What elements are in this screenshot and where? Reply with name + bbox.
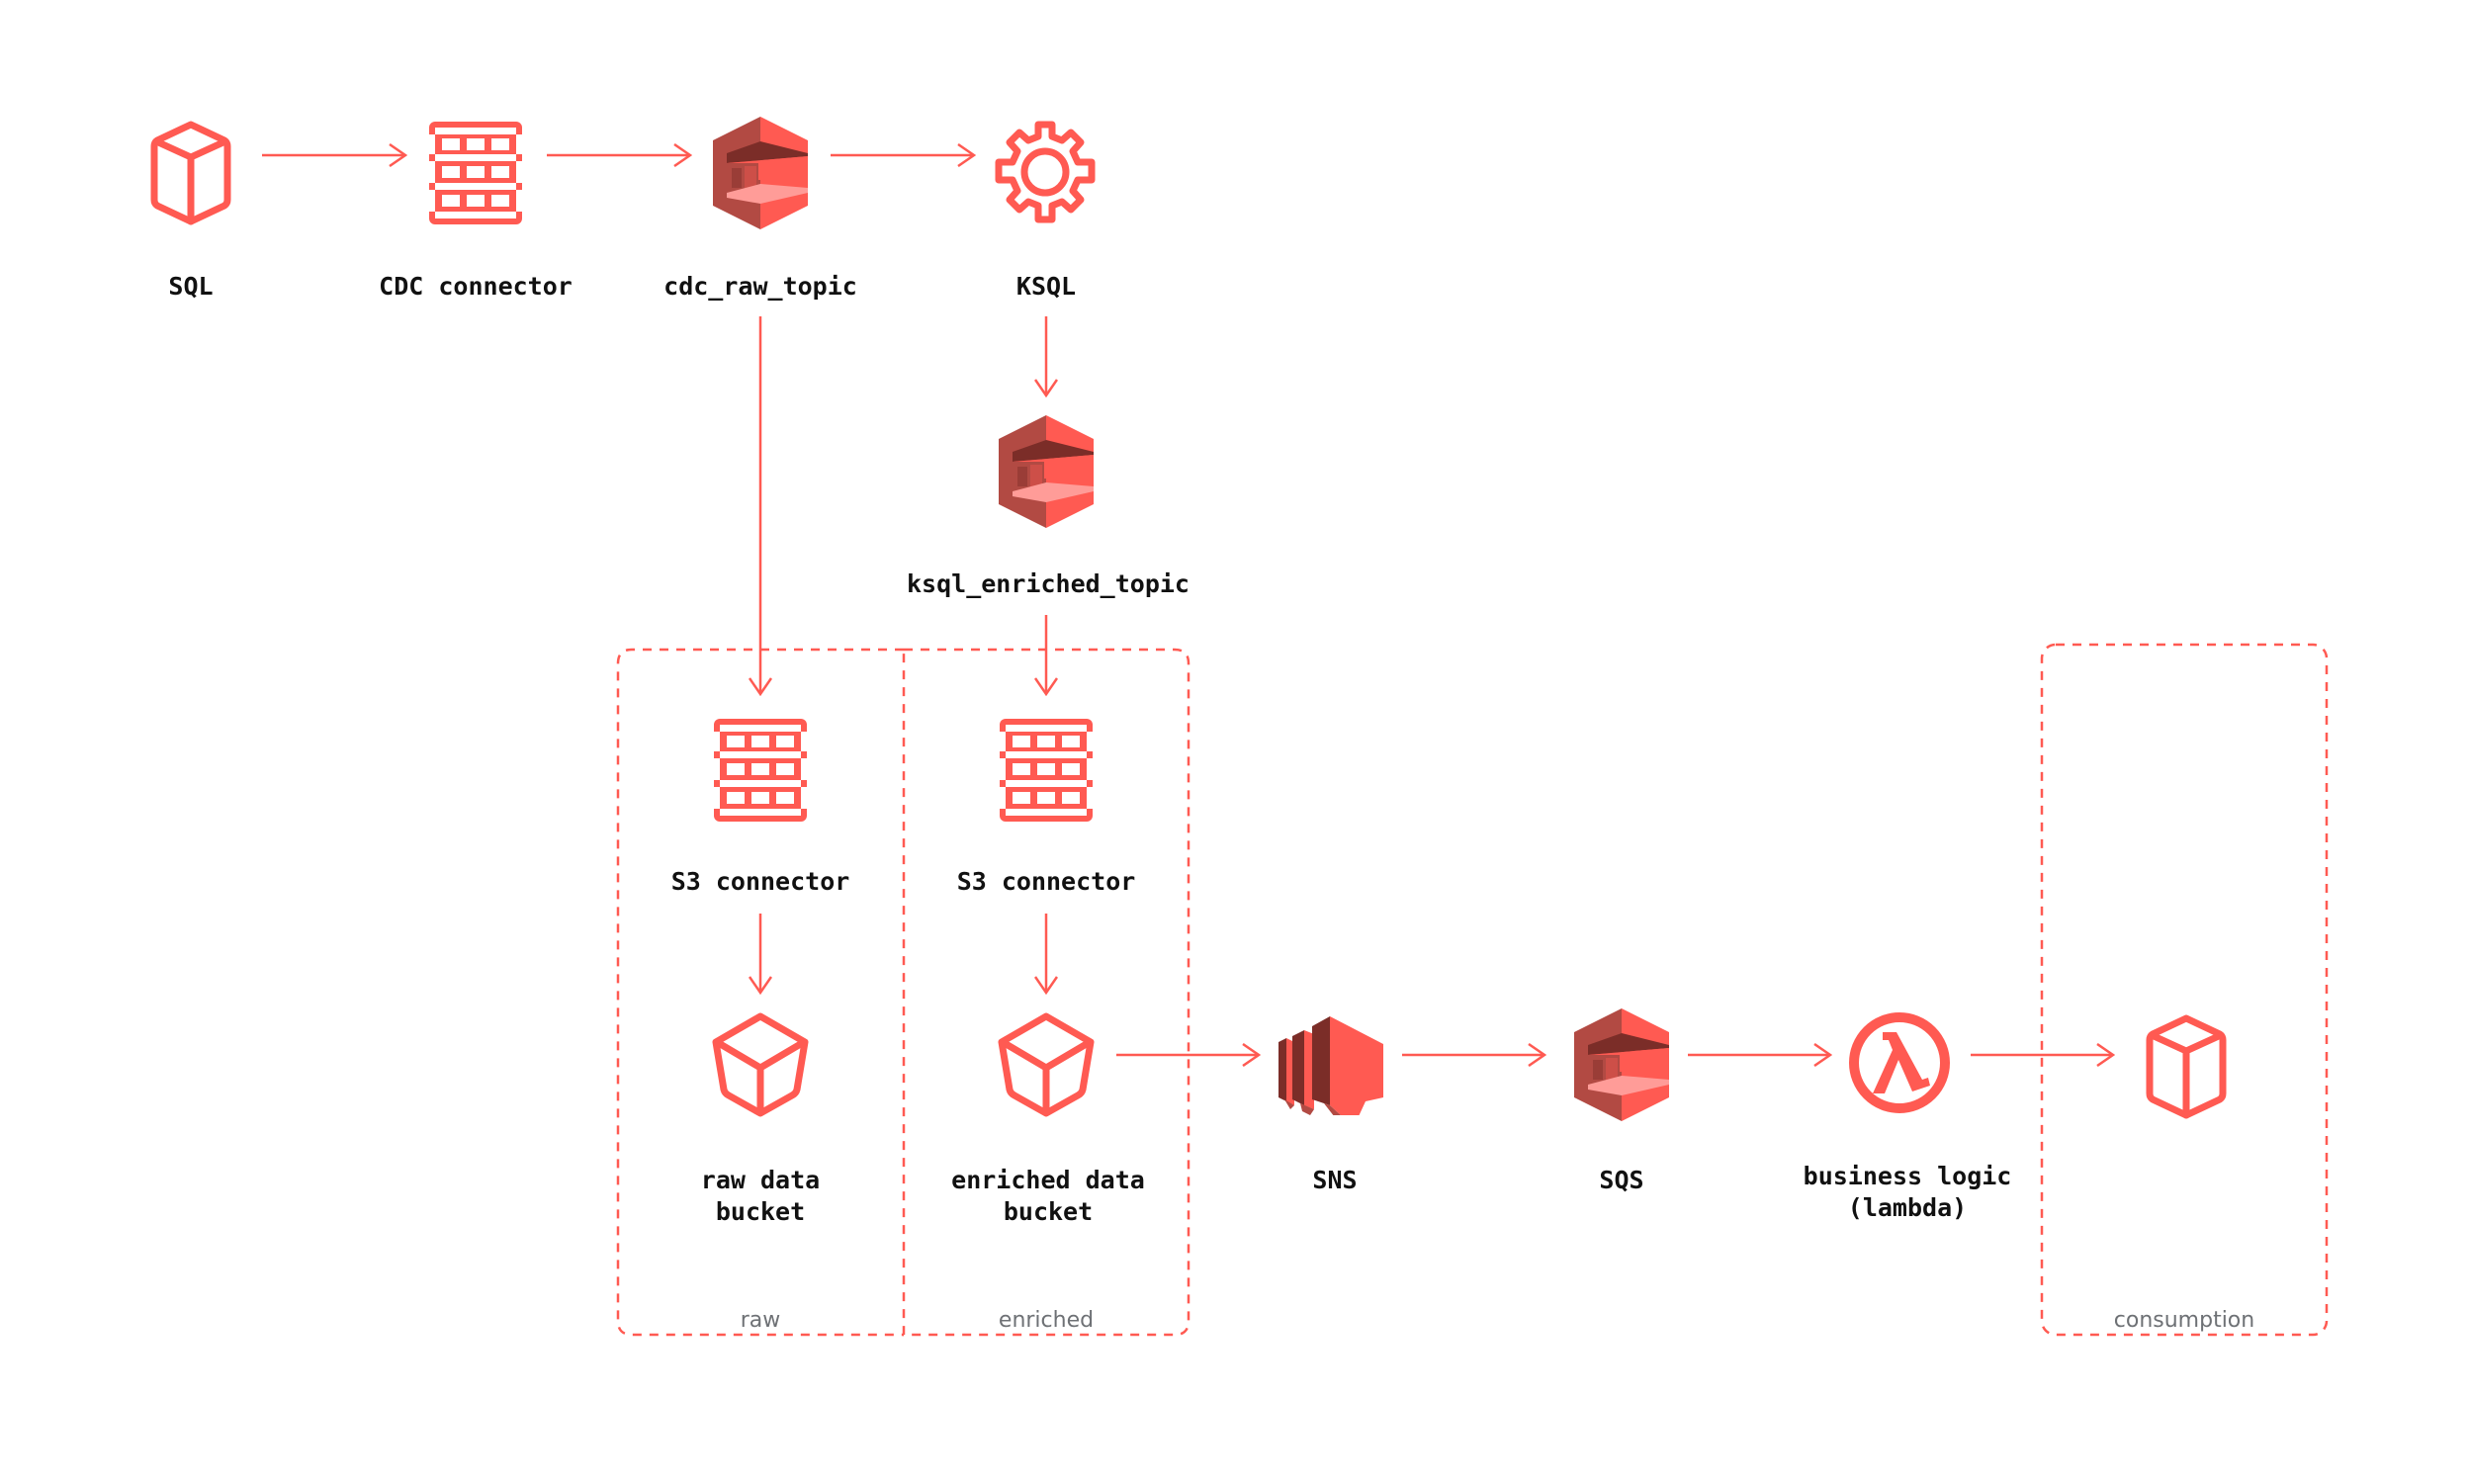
node-consumer-store [2150,1018,2223,1115]
connector-icon [1000,719,1093,822]
node-raw-data-bucket: raw data bucket [701,1016,820,1226]
node-label: SQS [1599,1166,1643,1194]
bucket-icon [1002,1016,1091,1113]
node-ksql: KSQL [999,125,1092,301]
node-label: S3 connector [671,867,850,896]
node-label: raw data [701,1166,820,1194]
node-cdc-raw-topic: cdc_raw_topic [663,117,857,301]
queue-topic-icon [1574,1008,1669,1121]
queue-topic-icon [713,117,808,229]
edges [262,155,2113,1055]
node-label: cdc_raw_topic [663,272,857,301]
node-sql: SQL [154,125,227,301]
node-label: bucket [1004,1197,1093,1226]
node-cdc-connector: CDC connector [379,122,573,301]
node-label: (lambda) [1848,1193,1967,1222]
node-label: KSQL [1016,272,1076,301]
gear-icon [999,125,1092,219]
node-s3-connector-raw: S3 connector [671,719,850,896]
node-label: ksql_enriched_topic [907,569,1190,598]
queue-topic-icon [999,415,1094,528]
node-s3-connector-enriched: S3 connector [957,719,1136,896]
database-cylinder-icon [2150,1018,2223,1115]
group-label-enriched: enriched [999,1308,1094,1333]
node-label: S3 connector [957,867,1136,896]
node-label: CDC connector [379,272,573,301]
lambda-icon [1854,1017,1945,1108]
connector-icon [429,122,522,224]
node-sns: SNS [1279,1016,1383,1194]
node-label: SQL [168,272,213,301]
node-enriched-data-bucket: enriched data bucket [951,1016,1145,1226]
node-ksql-enriched-topic: ksql_enriched_topic [907,415,1190,598]
node-label: bucket [716,1197,805,1226]
group-label-consumption: consumption [2114,1308,2254,1333]
group-consumption: consumption [2040,643,2329,1337]
bucket-icon [716,1016,805,1113]
connector-icon [714,719,807,822]
node-label: SNS [1312,1166,1357,1194]
sns-icon [1279,1016,1383,1115]
node-business-logic: business logic (lambda) [1804,1017,2012,1222]
node-label: enriched data [951,1166,1145,1194]
group-label-raw: raw [741,1308,781,1333]
node-sqs: SQS [1574,1008,1669,1194]
database-cylinder-icon [154,125,227,221]
node-label: business logic [1804,1162,2012,1190]
group-enriched: enriched [902,648,1190,1337]
group-raw: raw [616,648,904,1337]
